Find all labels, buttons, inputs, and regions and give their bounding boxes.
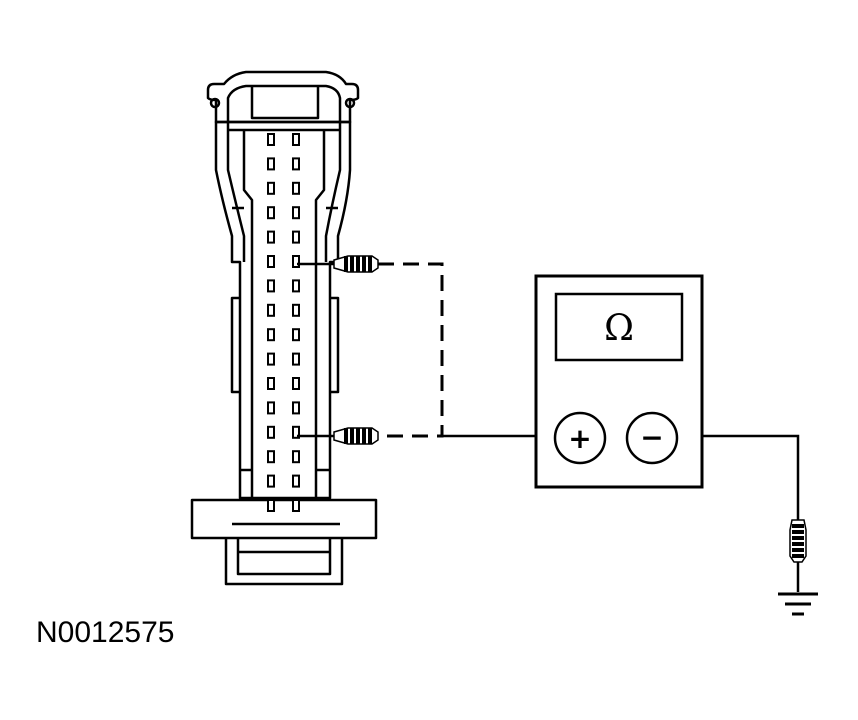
negative-lead [678, 434, 800, 520]
ohmmeter-icon: Ω + − [534, 274, 704, 489]
connector-pin [292, 474, 300, 488]
connector-pins [267, 133, 300, 512]
connector-pin [292, 450, 300, 464]
connector-pin [267, 401, 275, 415]
connector-pin [267, 255, 275, 268]
connector-pin [267, 425, 275, 439]
ground-icon [778, 592, 818, 616]
connector-icon [190, 70, 378, 586]
connector-flange [190, 498, 378, 540]
connector-pin [267, 499, 275, 512]
connector-pin [292, 230, 300, 244]
negative-terminal[interactable] [625, 411, 679, 465]
connector-pin [267, 474, 275, 488]
connector-pin [267, 450, 275, 464]
connector-pin [292, 352, 300, 366]
connector-pin [292, 133, 300, 146]
connector-pin [267, 279, 275, 293]
connector-pin [267, 352, 275, 366]
connector-pin [292, 303, 300, 317]
connector-pin [292, 328, 300, 342]
connector-body [214, 120, 352, 500]
connector-pin [267, 230, 275, 244]
connector-pin [292, 206, 300, 220]
connector-pin [292, 157, 300, 171]
connector-pin [292, 377, 300, 390]
connector-pin [267, 377, 275, 390]
connector-pin [292, 401, 300, 415]
connector-pin [292, 279, 300, 293]
probe-icon [333, 255, 807, 563]
connector-top-cap [206, 70, 360, 124]
positive-label: + [568, 422, 591, 455]
positive-terminal[interactable] [553, 411, 607, 465]
connector-pin [267, 303, 275, 317]
connector-pin [267, 157, 275, 171]
connector-pin [292, 181, 300, 195]
negative-label: − [640, 421, 663, 454]
figure-id: N0012575 [36, 616, 175, 649]
connector-pin [267, 328, 275, 342]
connector-latch [224, 538, 344, 586]
connector-pin [267, 133, 275, 146]
connector-pin [292, 255, 300, 268]
ohmmeter-display [554, 292, 684, 362]
connector-pin [267, 206, 275, 220]
dashed-jumper [378, 262, 444, 438]
connector-pin [292, 499, 300, 512]
connector-pin [292, 425, 300, 439]
connector-pin [267, 181, 275, 195]
ohm-symbol: Ω [604, 308, 634, 349]
